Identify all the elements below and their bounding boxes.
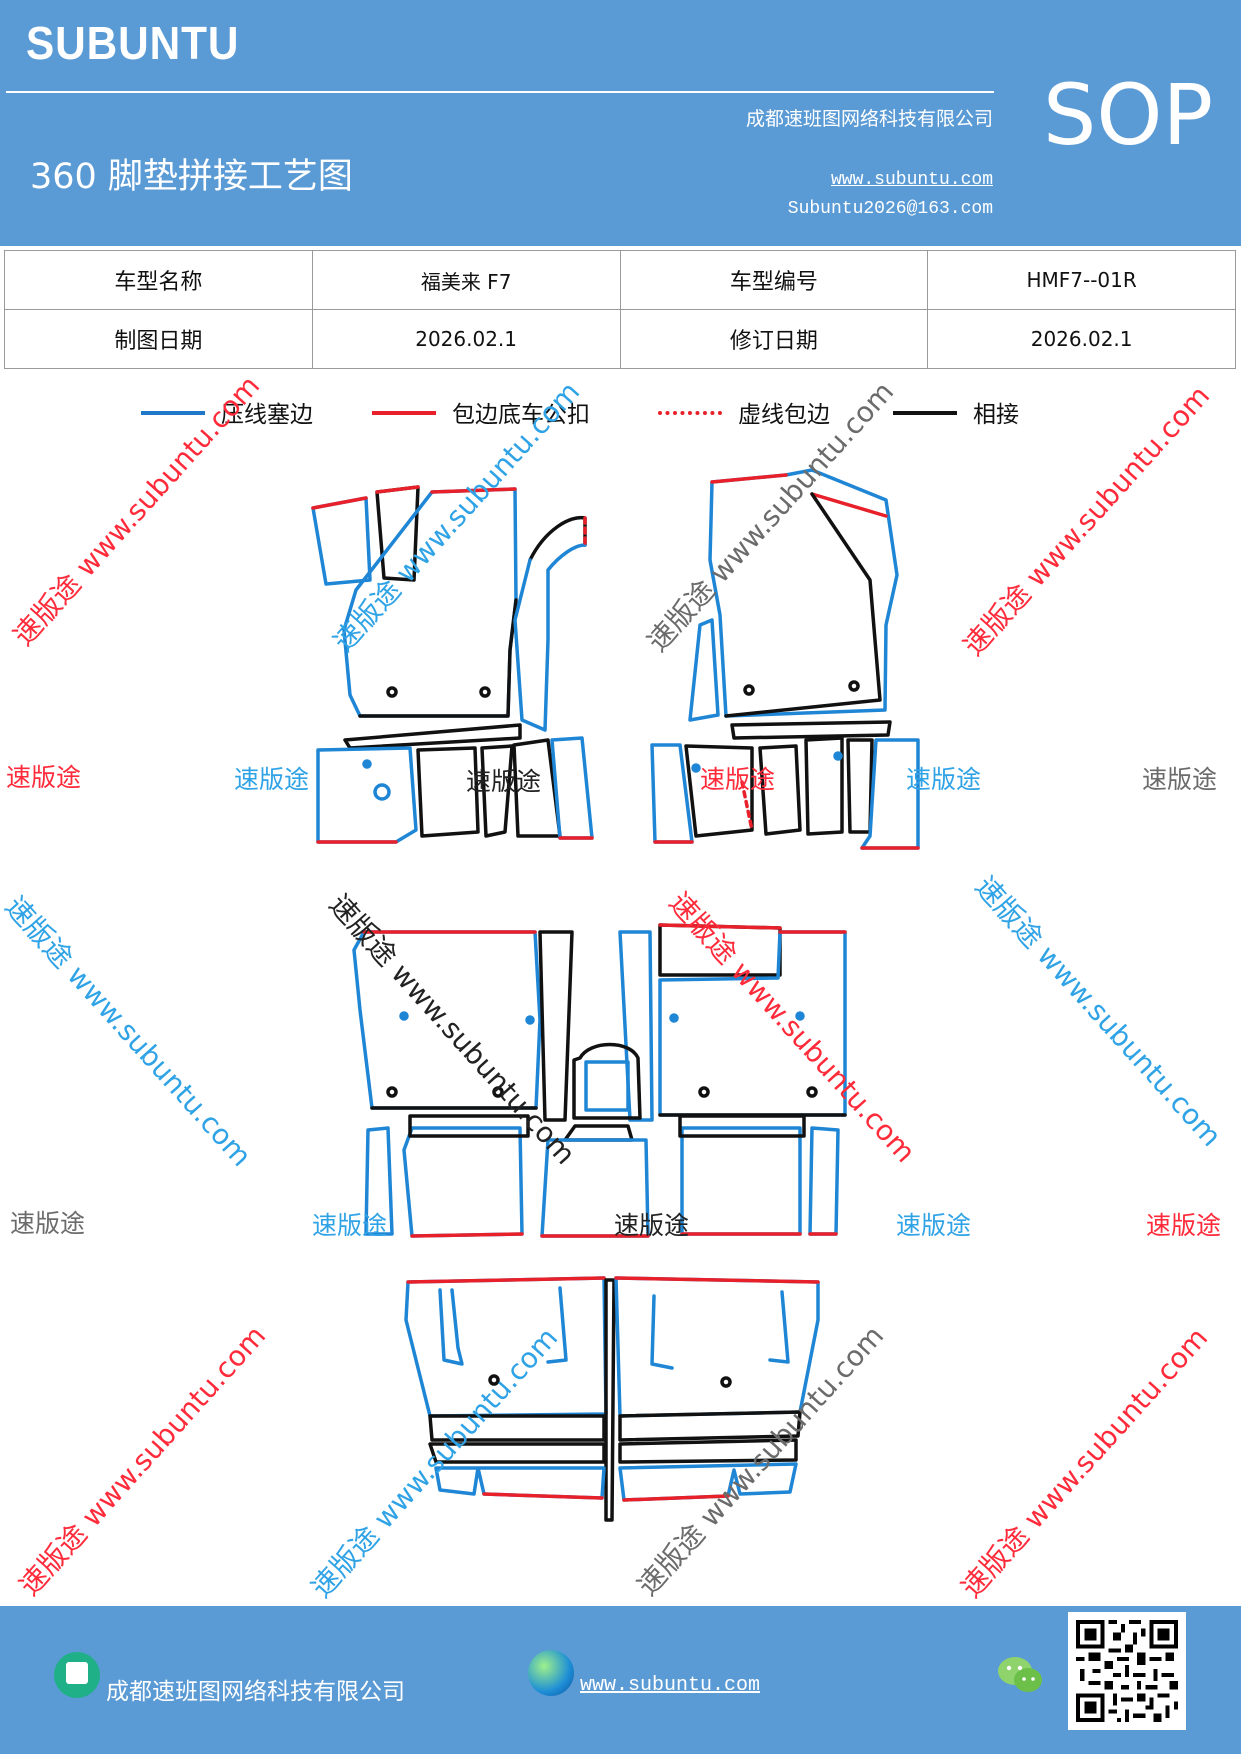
legend-swatch-blue xyxy=(141,411,205,415)
sop-badge: SOP xyxy=(1043,66,1214,164)
legend-label: 相接 xyxy=(973,402,1019,428)
watermark-brand: 速版途 xyxy=(1146,1211,1222,1240)
mat-rear-row xyxy=(404,1276,820,1522)
header-divider xyxy=(6,91,994,93)
mat-middle-row xyxy=(352,923,847,1238)
header-banner: SUBUNTU 成都速班图网络科技有限公司 360 脚垫拼接工艺图 www.su… xyxy=(0,0,1241,246)
watermark-brand: 速版途 xyxy=(234,765,310,794)
model-name-value: 福美来 F7 xyxy=(311,250,621,310)
watermark-brand: 速版途 xyxy=(896,1211,972,1240)
header-email: Subuntu2026@163.com xyxy=(787,199,993,219)
mat-front-left xyxy=(311,485,594,844)
brand-logo: SUBUNTU xyxy=(26,17,240,69)
revision-date-value: 2026.02.1 xyxy=(927,309,1236,369)
watermark-brand: 速版途 xyxy=(700,765,776,794)
mat-front-right xyxy=(650,468,920,850)
legend-label: 压线塞边 xyxy=(221,402,313,428)
model-code-label: 车型编号 xyxy=(619,250,929,310)
qr-code xyxy=(1068,1612,1186,1730)
vehicle-info-table: 车型名称 福美来 F7 车型编号 HMF7--01R 制图日期 2026.02.… xyxy=(4,250,1236,369)
footer-website-link[interactable]: www.subuntu.com xyxy=(580,1674,761,1697)
watermark-brand: 速版途 xyxy=(6,763,82,792)
legend-label: 虚线包边 xyxy=(738,402,830,428)
watermark-brand: 速版途 xyxy=(312,1211,388,1240)
page-title: 360 脚垫拼接工艺图 xyxy=(30,157,353,197)
header-website-link[interactable]: www.subuntu.com xyxy=(830,170,993,190)
legend-swatch-black xyxy=(893,411,957,415)
wechat-icon[interactable] xyxy=(996,1654,1044,1696)
globe-icon xyxy=(528,1650,574,1696)
model-code-value: HMF7--01R xyxy=(927,250,1236,310)
draw-date-label: 制图日期 xyxy=(4,309,313,369)
legend-swatch-red xyxy=(372,411,436,415)
watermark-brand: 速版途 xyxy=(10,1209,86,1238)
watermark-brand: 速版途 xyxy=(466,767,542,796)
legend-swatch-red-dashed xyxy=(658,411,722,415)
revision-date-label: 修订日期 xyxy=(619,309,929,369)
table-row: 制图日期 2026.02.1 修订日期 2026.02.1 xyxy=(4,309,1236,369)
header-company: 成都速班图网络科技有限公司 xyxy=(745,108,993,130)
table-row: 车型名称 福美来 F7 车型编号 HMF7--01R xyxy=(4,250,1236,310)
watermark-brand: 速版途 xyxy=(1142,765,1218,794)
watermark-brand: 速版途 xyxy=(614,1211,690,1240)
draw-date-value: 2026.02.1 xyxy=(311,309,621,369)
watermark-brand: 速版途 xyxy=(906,765,982,794)
footer-company: 成都速班图网络科技有限公司 xyxy=(106,1679,405,1705)
company-icon xyxy=(54,1652,100,1698)
legend-label: 包边底车公扣 xyxy=(452,402,590,428)
model-name-label: 车型名称 xyxy=(4,250,313,310)
